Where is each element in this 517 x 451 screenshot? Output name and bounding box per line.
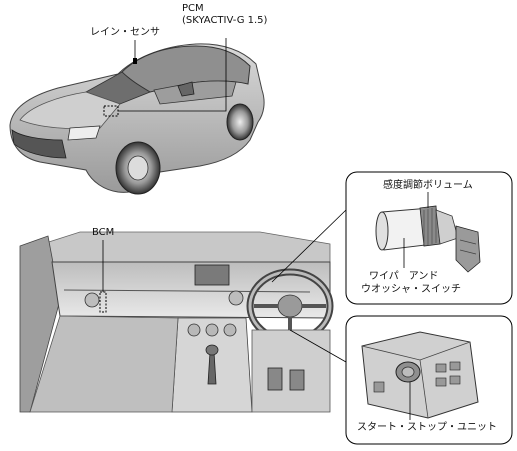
wiper-switch-label-line1: ワイパ アンド xyxy=(369,271,439,282)
wiper-switch-label-line2: ウオッシャ・スイッチ xyxy=(361,284,461,295)
interior-illustration xyxy=(19,231,334,413)
rain-sensor-marker xyxy=(133,58,137,64)
start-stop-unit-callout xyxy=(345,315,513,445)
wiper-callout-line xyxy=(271,209,347,283)
wiper-switch-callout xyxy=(345,171,513,305)
bcm-label: BCM xyxy=(92,227,115,238)
start-stop-unit-label: スタート・ストップ・ユニット xyxy=(357,422,497,433)
rain-sensor-label: レイン・センサ xyxy=(90,27,160,38)
pcm-leader-line xyxy=(118,38,227,112)
car-illustration xyxy=(9,43,265,195)
sensitivity-volume-label: 感度調節ボリューム xyxy=(383,180,473,191)
bcm-marker xyxy=(99,291,107,313)
pcm-engine-label: (SKYACTIV-G 1.5) xyxy=(182,15,268,26)
start-stop-callout-line xyxy=(289,329,347,363)
pcm-label: PCM xyxy=(182,3,204,14)
